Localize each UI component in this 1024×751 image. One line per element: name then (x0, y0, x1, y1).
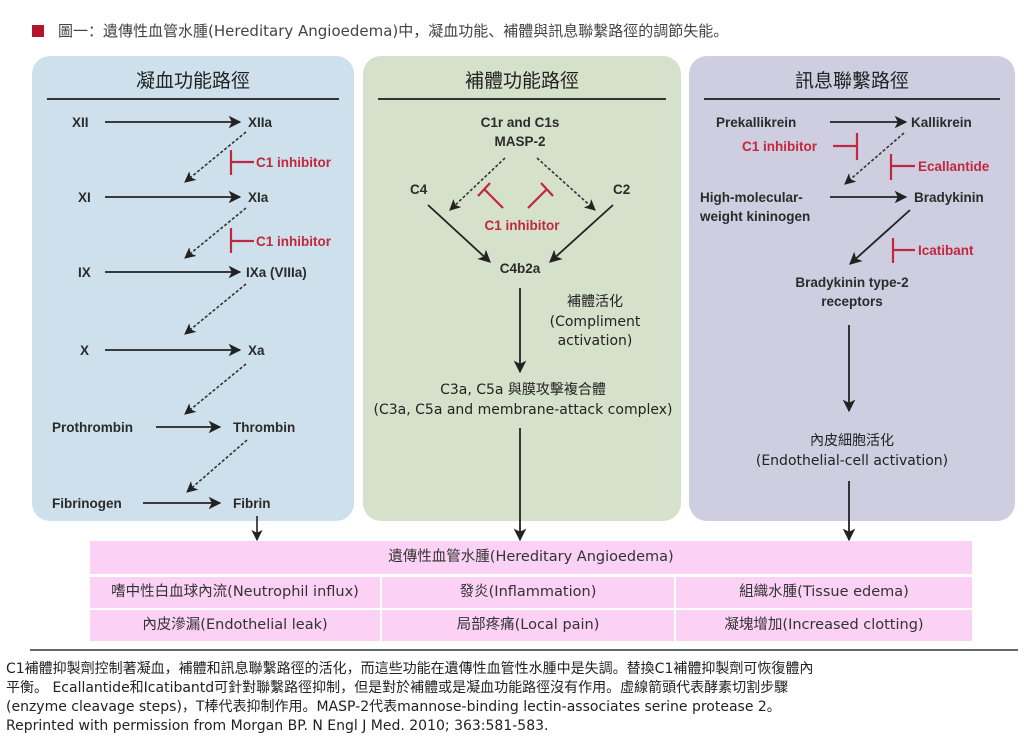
tbar-inhibitor-icon (891, 238, 915, 263)
inhibitor-c1-label: C1 inhibitor (256, 155, 332, 170)
tbar-inhibitor-icon (527, 182, 554, 209)
complement-pathway-panel: 補體功能路徑 (363, 56, 681, 521)
node-kallikrein: Kallikrein (911, 115, 972, 130)
title-divider (704, 98, 1000, 100)
hae-outcome-header: 遺傳性血管水腫(Hereditary Angioedema) (90, 541, 972, 574)
footnote-divider (30, 649, 1018, 651)
hae-outcome-row: 嗜中性白血球內流(Neutrophil influx) 發炎(Inflammat… (90, 577, 972, 608)
node-c3a-c5a-mac-en: (C3a, C5a and membrane-attack complex) (374, 402, 673, 418)
arrow-solid (549, 204, 614, 263)
node-xia: XIa (248, 190, 269, 205)
coagulation-pathway-panel: 凝血功能路徑 (32, 56, 354, 521)
title-divider (47, 98, 339, 100)
node-masp2: MASP-2 (494, 134, 545, 149)
hae-outcome-row: 內皮滲漏(Endothelial leak) 局部疼痛(Local pain) … (90, 610, 972, 641)
inhibitor-ecallantide-label: Ecallantide (918, 159, 990, 174)
title-divider (378, 98, 666, 100)
complement-diagram: C1r and C1s MASP-2 C4 C2 C1 inhibitor C4… (374, 115, 673, 542)
node-xi: XI (78, 190, 91, 205)
coagulation-diagram: XII XIIa C1 inhibitor XI XIa C1 inhibito… (52, 115, 332, 542)
node-prothrombin: Prothrombin (52, 420, 133, 435)
node-b2-receptor: receptors (821, 294, 883, 309)
arrow-dashed (449, 157, 506, 211)
outcome-cell-endothelial-leak: 內皮滲漏(Endothelial leak) (90, 610, 380, 641)
node-xiia: XIIa (248, 115, 273, 130)
inhibitor-c1-label: C1 inhibitor (485, 218, 561, 233)
complement-activation-en: activation) (558, 333, 633, 349)
node-thrombin: Thrombin (233, 420, 295, 435)
node-b2-receptor: Bradykinin type-2 (795, 275, 908, 290)
outcome-cell-inflammation: 發炎(Inflammation) (382, 577, 674, 608)
contact-panel-title: 訊息聯繫路徑 (794, 70, 909, 92)
outcome-cell-increased-clotting: 凝塊增加(Increased clotting) (676, 610, 972, 641)
footnote-line: (enzyme cleavage steps)，T棒代表抑制作用。MASP-2代… (6, 699, 781, 715)
tbar-inhibitor-icon (229, 228, 254, 253)
arrow-solid (849, 209, 911, 265)
arrow-dashed (184, 131, 247, 183)
footnote-line: 平衡。 Ecallantide和Icatibantd可針對聯繫路徑抑制，但是對於… (6, 680, 789, 696)
node-ix: IX (78, 265, 91, 280)
arrow-dashed (184, 363, 247, 415)
node-bradykinin: Bradykinin (914, 190, 984, 205)
node-c3a-c5a-mac-cn: C3a, C5a 與膜攻擊複合體 (440, 381, 606, 398)
caption-text: 圖一：遺傳性血管水腫(Hereditary Angioedema)中，凝血功能、… (58, 22, 729, 40)
complement-activation-en: (Compliment (550, 314, 641, 330)
inhibitor-c1-label: C1 inhibitor (742, 139, 818, 154)
tbar-inhibitor-icon (833, 133, 859, 160)
footnote-citation: Reprinted with permission from Morgan BP… (6, 718, 549, 734)
tbar-inhibitor-icon (229, 150, 254, 175)
node-c2: C2 (613, 182, 630, 197)
complement-panel-title: 補體功能路徑 (464, 70, 579, 92)
node-endothelial-activation-cn: 內皮細胞活化 (810, 433, 894, 449)
red-square-bullet-icon (32, 25, 44, 37)
outcome-cell-tissue-edema: 組織水腫(Tissue edema) (676, 577, 972, 608)
node-fibrin: Fibrin (233, 496, 271, 511)
arrow-dashed (184, 207, 247, 259)
node-xii: XII (72, 115, 89, 130)
node-endothelial-activation-en: (Endothelial-cell activation) (756, 453, 948, 469)
inhibitor-c1-label: C1 inhibitor (256, 234, 332, 249)
arrow-dashed (844, 132, 905, 185)
node-hmwk: weight kininogen (699, 209, 810, 224)
contact-diagram: Prekallikrein Kallikrein C1 inhibitor Ec… (699, 115, 990, 542)
tbar-inhibitor-icon (477, 182, 504, 209)
node-fibrinogen: Fibrinogen (52, 496, 122, 511)
node-prekallikrein: Prekallikrein (716, 115, 796, 130)
figure-footnote: C1補體抑製劑控制著凝血，補體和訊息聯繫路徑的活化，而這些功能在遺傳性血管性水腫… (6, 660, 1016, 736)
figure-caption: 圖一：遺傳性血管水腫(Hereditary Angioedema)中，凝血功能、… (32, 20, 728, 41)
node-c4b2a: C4b2a (500, 261, 541, 276)
node-c1r-c1s: C1r and C1s (481, 115, 560, 130)
node-xa: Xa (248, 343, 265, 358)
footnote-line: C1補體抑製劑控制著凝血，補體和訊息聯繫路徑的活化，而這些功能在遺傳性血管性水腫… (6, 661, 814, 677)
contact-pathway-panel: 訊息聯繫路徑 (689, 56, 1015, 521)
inhibitor-icatibant-label: Icatibant (918, 243, 974, 258)
arrow-dashed (186, 439, 248, 493)
complement-activation-cn: 補體活化 (567, 294, 623, 310)
node-hmwk: High-molecular- (700, 190, 803, 205)
arrow-solid (427, 204, 491, 263)
node-c4: C4 (410, 182, 428, 197)
arrow-dashed (184, 283, 247, 335)
tbar-inhibitor-icon (889, 154, 915, 180)
outcome-cell-neutrophil-influx: 嗜中性白血球內流(Neutrophil influx) (90, 577, 380, 608)
outcome-cell-local-pain: 局部疼痛(Local pain) (382, 610, 674, 641)
node-ixa: IXa (VIIIa) (246, 265, 307, 280)
arrow-dashed (536, 157, 596, 211)
node-x: X (80, 343, 89, 358)
coagulation-panel-title: 凝血功能路徑 (135, 70, 250, 92)
